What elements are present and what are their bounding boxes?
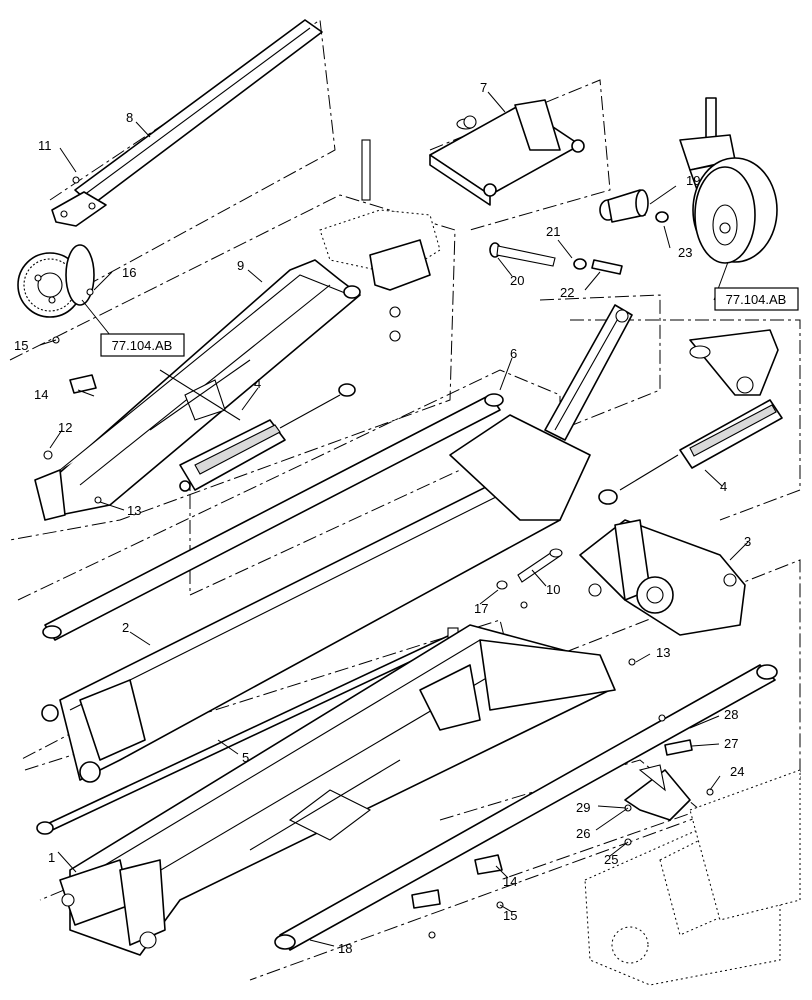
nut-21 [573,258,587,270]
reference-box-left: 77.104.AB [100,333,185,357]
center-bracket-assembly [319,139,441,342]
reference-box-right: 77.104.AB [714,287,799,311]
callout-15-upper: 15 [14,338,28,353]
part-9-frame [34,259,361,521]
part-8-tube [51,19,323,227]
plate-14-upper [69,374,97,394]
callout-26: 26 [576,826,590,841]
part-18-bar [274,664,778,951]
callout-13-left: 13 [127,503,141,518]
callout-19: 19 [686,173,700,188]
leader-lines [39,91,749,947]
sprocket-hub [17,244,95,318]
callout-28: 28 [724,707,738,722]
callout-2: 2 [122,620,129,635]
callout-11: 11 [38,138,52,153]
upper-right-bracket [689,329,779,396]
callout-25: 25 [604,852,618,867]
callout-5: 5 [242,750,249,765]
callout-7: 7 [480,80,487,95]
mounting-block-hidden [584,769,801,986]
callout-4-left: 4 [254,376,261,391]
part-26-bracket [624,764,691,821]
fasteners [43,115,714,939]
bushing-19 [599,189,649,223]
reference-label-left: 77.104.AB [112,338,173,353]
callout-27: 27 [724,736,738,751]
pin-22 [591,259,623,275]
part-4-cylinder-left [179,383,356,492]
callout-9: 9 [237,258,244,273]
bolt-10 [517,548,563,583]
part-1-lower-frame [59,624,616,956]
callout-8: 8 [126,110,133,125]
nut-23 [655,211,669,223]
washer-17 [496,580,508,590]
callout-23: 23 [678,245,692,260]
plate-lower-left [411,889,441,909]
callout-18: 18 [338,941,352,956]
callout-4-right: 4 [720,479,727,494]
callout-20: 20 [510,273,524,288]
callout-13-right: 13 [656,645,670,660]
callout-6: 6 [510,346,517,361]
part-27-clip [664,739,693,756]
callout-14-lower: 14 [503,874,517,889]
callout-14-upper: 14 [34,387,48,402]
callout-24: 24 [730,764,744,779]
callout-16: 16 [122,265,136,280]
link-arm [544,304,633,441]
callout-labels: 1 2 3 4 4 5 6 7 8 9 10 11 12 13 13 14 14… [14,80,751,956]
reference-label-right: 77.104.AB [726,292,787,307]
callout-1: 1 [48,850,55,865]
callout-10: 10 [546,582,560,597]
callout-21: 21 [546,224,560,239]
callout-29: 29 [576,800,590,815]
part-2-arm [41,414,591,783]
callout-3: 3 [744,534,751,549]
part-4-cylinder-right [598,399,783,505]
bolt-20 [489,242,556,267]
callout-15-lower: 15 [503,908,517,923]
part-7-mount [429,99,585,206]
part-3-pivot-bracket [579,519,746,636]
callout-22: 22 [560,285,574,300]
part-14-plate-lower [474,854,503,875]
gauge-wheel [679,97,778,264]
callout-17: 17 [474,601,488,616]
part-6-bar [42,393,504,641]
callout-12: 12 [58,420,72,435]
